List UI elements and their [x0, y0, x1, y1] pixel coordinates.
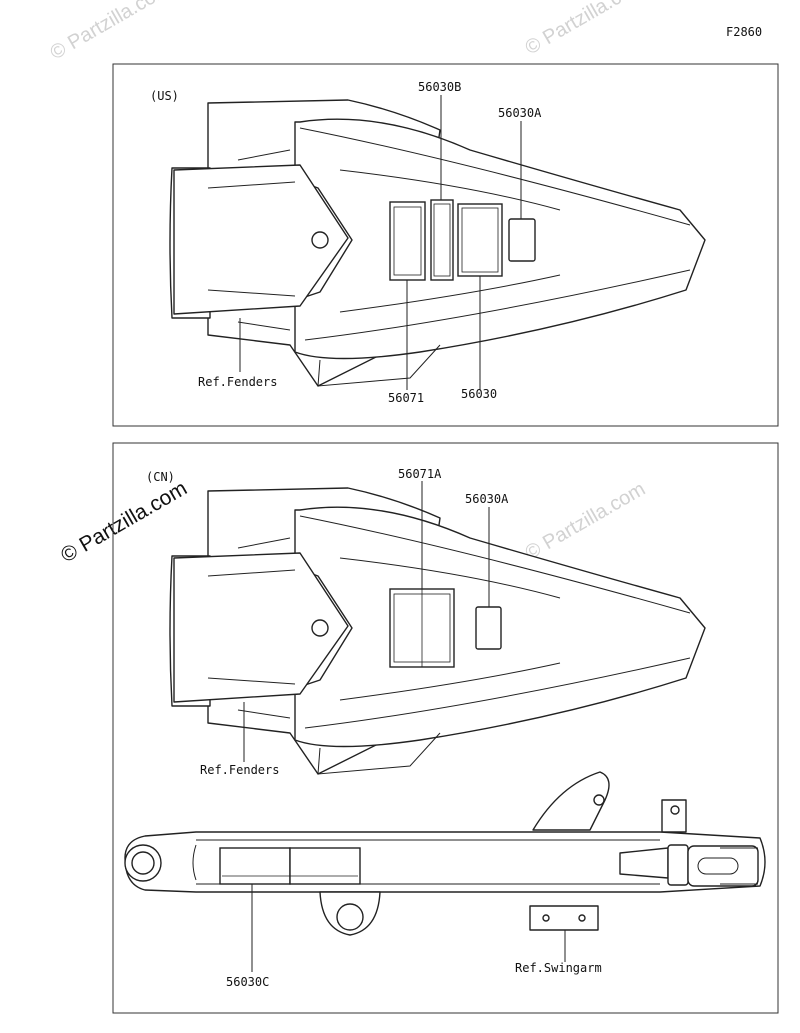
cn-decal-56030C-left: [219, 847, 291, 885]
us-label-56071: 56071: [388, 391, 424, 405]
us-label-56030B: 56030B: [418, 80, 461, 94]
us-region-label: (US): [150, 89, 179, 103]
watermark-top-left: © Partzilla.com: [47, 0, 175, 64]
us-label-56030A: 56030A: [498, 106, 542, 120]
us-decal-56071: [389, 201, 426, 281]
watermark-middle: © Partzilla.com: [522, 478, 650, 564]
us-decal-56030: [457, 203, 503, 277]
cn-section: (CN) 56071A 56030A Ref.Fenders: [112, 442, 779, 1014]
cn-ref-fenders: Ref.Fenders: [200, 763, 279, 777]
us-label-56030: 56030: [461, 387, 497, 401]
cn-label-56030A: 56030A: [465, 492, 509, 506]
figure-code: F2860: [726, 25, 762, 39]
cn-frame: [112, 442, 779, 1014]
cn-ref-swingarm: Ref.Swingarm: [515, 961, 602, 975]
us-frame: [112, 63, 779, 427]
us-decal-56030B: [430, 199, 454, 281]
us-ref-fenders: Ref.Fenders: [198, 375, 277, 389]
watermark-main: © Partzilla.com: [57, 477, 191, 568]
cn-decal-56030A: [475, 606, 502, 650]
cn-label-56030C: 56030C: [226, 975, 269, 989]
watermark-top-right: © Partzilla.com: [522, 0, 650, 59]
cn-region-label: (CN): [146, 470, 175, 484]
us-decal-56030A: [508, 218, 536, 262]
cn-decal-56030C-right: [289, 847, 361, 885]
us-section: (US) 56030B 56030A 56071 56030 Ref.Fende…: [112, 63, 779, 427]
cn-label-56071A: 56071A: [398, 467, 442, 481]
